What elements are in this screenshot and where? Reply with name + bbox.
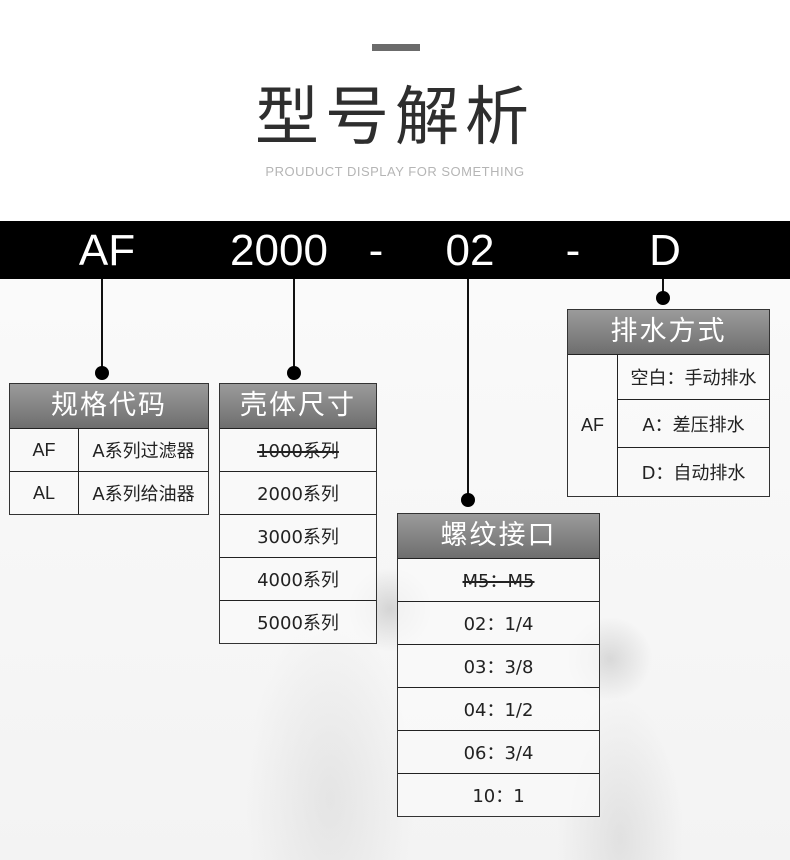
drain-method-body: AF 空白：手动排水 A：差压排水 D：自动排水	[568, 354, 769, 496]
spec-code-cell: AF	[10, 429, 79, 471]
thread-port-header: 螺纹接口	[398, 514, 599, 558]
code-segment-thread: 02	[445, 226, 495, 275]
spec-code-cell: AL	[10, 472, 79, 514]
code-segment-series: AF	[78, 226, 136, 275]
code-separator: -	[368, 226, 384, 275]
connector-dot-thread	[461, 493, 475, 507]
thread-option: 02：1/4	[463, 614, 534, 635]
table-row: 4000系列	[220, 557, 376, 600]
thread-port-table: 螺纹接口 M5：M5 02：1/4 03：3/8 04：1/2 06：3/4 1…	[397, 513, 600, 817]
spec-code-header: 规格代码	[10, 384, 208, 428]
body-size-option: 2000系列	[257, 484, 339, 505]
spec-desc-cell: A系列过滤器	[92, 441, 195, 462]
table-row: 5000系列	[220, 600, 376, 643]
table-row: 03：3/8	[398, 644, 599, 687]
drain-method-table: 排水方式 AF 空白：手动排水 A：差压排水 D：自动排水	[567, 309, 770, 497]
table-row: 2000系列	[220, 471, 376, 514]
page-title: 型号解析	[255, 81, 535, 155]
thread-option: 03：3/8	[463, 657, 534, 678]
page-subtitle: PROUDUCT DISPLAY FOR SOMETHING	[265, 164, 525, 179]
thread-option-struck: M5：M5	[462, 571, 535, 592]
title-divider	[372, 44, 420, 51]
table-row: 1000系列	[220, 428, 376, 471]
table-row: AF A系列过滤器	[10, 428, 208, 471]
model-code-bar: AF 2000 - 02 - D	[0, 221, 790, 279]
table-row: AL A系列给油器	[10, 471, 208, 514]
connector-line-spec	[101, 279, 103, 375]
connector-line-size	[293, 279, 295, 375]
drain-option: D：自动排水	[618, 447, 769, 496]
body-size-header: 壳体尺寸	[220, 384, 376, 428]
thread-option: 04：1/2	[463, 700, 534, 721]
drain-option: 空白：手动排水	[630, 367, 757, 389]
body-size-option: 5000系列	[257, 613, 339, 634]
connector-dot-size	[287, 366, 301, 380]
connector-dot-drain	[656, 291, 670, 305]
body-size-option-struck: 1000系列	[257, 441, 339, 462]
body-size-option: 4000系列	[257, 570, 339, 591]
connector-line-thread	[467, 279, 469, 501]
connector-dot-spec	[95, 366, 109, 380]
table-row: 06：3/4	[398, 730, 599, 773]
spec-desc-cell: A系列给油器	[92, 484, 195, 505]
drain-options: 空白：手动排水 A：差压排水 D：自动排水	[618, 355, 769, 496]
code-separator: -	[565, 226, 581, 275]
table-row: 10：1	[398, 773, 599, 816]
body-size-table: 壳体尺寸 1000系列 2000系列 3000系列 4000系列 5000系列	[219, 383, 377, 644]
thread-option: 06：3/4	[463, 743, 534, 764]
drain-method-header: 排水方式	[568, 310, 769, 354]
code-segment-size: 2000	[230, 226, 328, 275]
thread-option: 10：1	[472, 786, 525, 807]
table-row: 02：1/4	[398, 601, 599, 644]
body-size-option: 3000系列	[257, 527, 339, 548]
table-row: 04：1/2	[398, 687, 599, 730]
table-row: 3000系列	[220, 514, 376, 557]
drain-option: A：差压排水	[618, 398, 769, 448]
connector-line-drain	[662, 279, 664, 299]
drain-code-cell: AF	[568, 355, 618, 496]
table-row: M5：M5	[398, 558, 599, 601]
spec-code-table: 规格代码 AF A系列过滤器 AL A系列给油器	[9, 383, 209, 515]
code-segment-drain: D	[649, 226, 681, 275]
